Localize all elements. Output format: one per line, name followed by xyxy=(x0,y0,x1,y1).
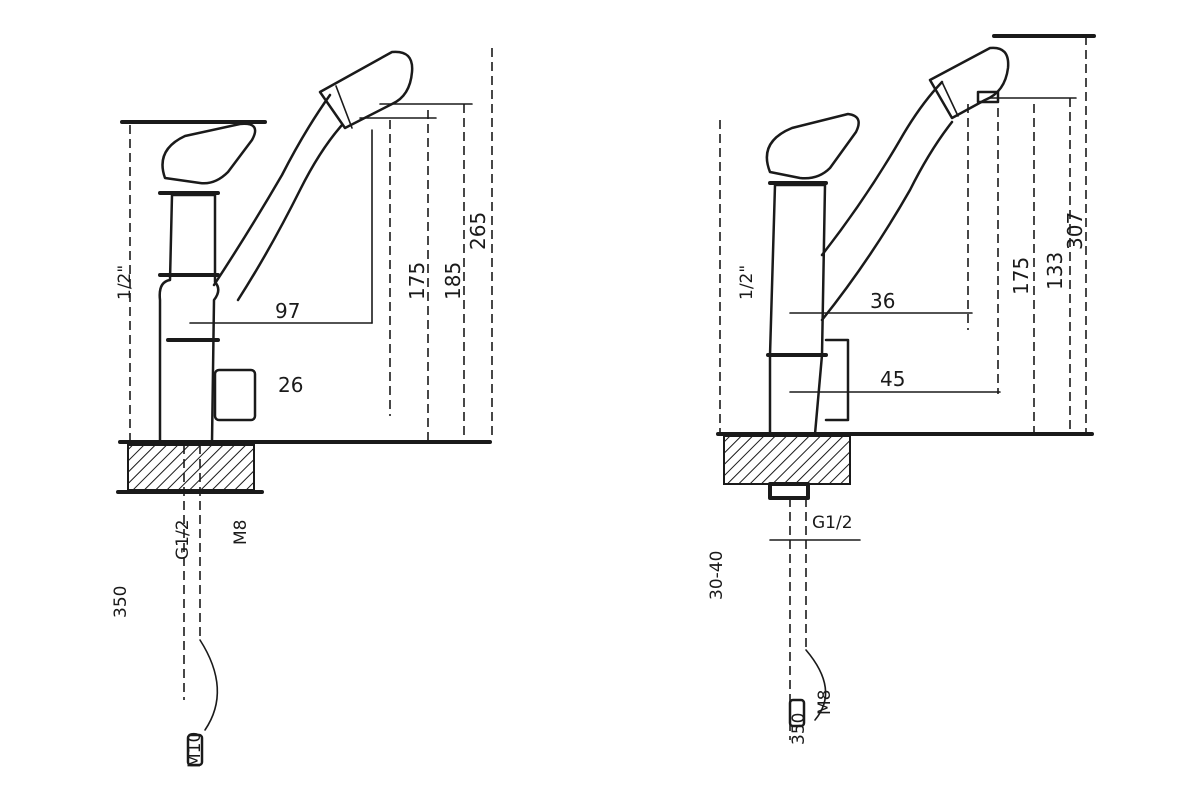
right-faucet-view: 307 175 133 36 45 1/2" G1/2 30-40 350 M8 xyxy=(707,34,1096,745)
right-label-counter: 30-40 xyxy=(707,551,727,600)
right-lever-handle xyxy=(765,112,860,180)
left-counter-section xyxy=(127,444,255,491)
left-spout xyxy=(212,93,332,287)
right-spout xyxy=(820,80,944,257)
left-label-spout: 175 xyxy=(405,262,429,300)
right-label-hose-a: M8 xyxy=(815,690,835,715)
left-base-bracket xyxy=(213,368,257,422)
right-side-bracket xyxy=(824,338,850,422)
right-spout-inner xyxy=(820,120,954,322)
left-faucet-body xyxy=(158,193,220,444)
right-label-hose-len: 350 xyxy=(789,713,809,745)
left-label-hose-len: 350 xyxy=(111,586,131,618)
right-label-outlet: 133 xyxy=(1043,252,1067,290)
right-spray-nozzle xyxy=(976,90,1000,104)
right-hose-curve xyxy=(805,649,827,721)
left-spray-head xyxy=(318,50,414,130)
left-faucet-view: 265 175 185 97 26 1/2" G1/2 350 M10 M8 xyxy=(111,48,493,768)
right-hose-end xyxy=(788,698,806,728)
right-label-shank: 1/2" xyxy=(737,265,757,300)
right-spray-tip xyxy=(941,81,959,117)
right-counter-section xyxy=(723,435,851,485)
left-spray-tip xyxy=(335,85,353,129)
right-spray-head xyxy=(928,46,1010,120)
right-label-total: 307 xyxy=(1063,212,1087,250)
left-hose-curve xyxy=(199,639,219,731)
right-label-reach-lower: 45 xyxy=(880,367,905,391)
left-label-total: 265 xyxy=(466,212,490,250)
right-nut xyxy=(768,482,810,500)
left-label-hose-b: M8 xyxy=(231,520,251,545)
right-label-spout: 175 xyxy=(1009,257,1033,295)
left-label-reach: 97 xyxy=(275,299,300,323)
right-label-reach-upper: 36 xyxy=(870,289,895,313)
right-faucet-body xyxy=(768,183,827,436)
left-spout-inner xyxy=(236,123,344,302)
left-hose-end xyxy=(186,733,204,767)
left-label-thread: G1/2 xyxy=(173,519,193,560)
left-label-base: 26 xyxy=(278,373,303,397)
right-label-thread: G1/2 xyxy=(812,513,853,533)
left-label-hose-a: M10 xyxy=(185,732,205,768)
left-label-outlet: 185 xyxy=(441,262,465,300)
left-label-shank: 1/2" xyxy=(115,265,135,300)
left-lever-handle xyxy=(161,122,257,185)
